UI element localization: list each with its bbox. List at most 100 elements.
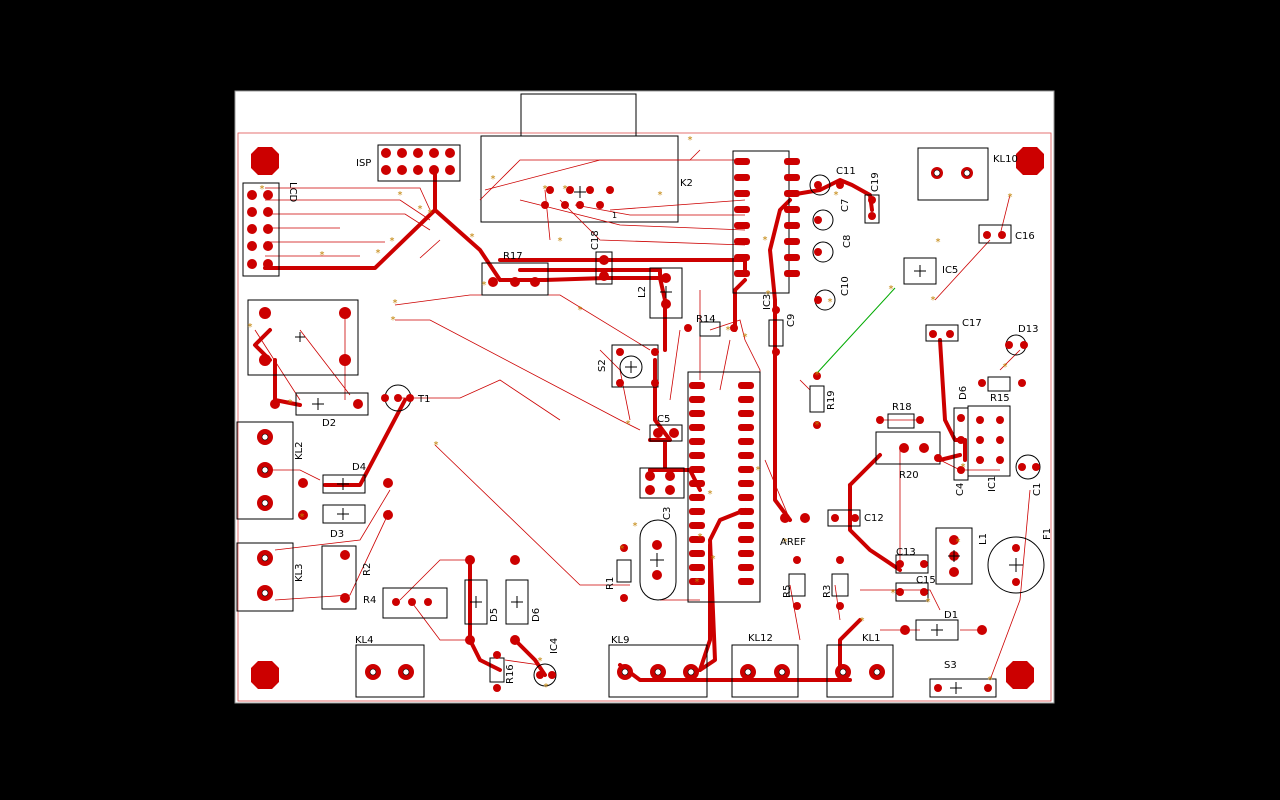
mounting-hole xyxy=(1016,147,1044,175)
svg-text:*: * xyxy=(578,305,583,316)
label-d5: D5 xyxy=(489,608,500,622)
label-c16: C16 xyxy=(1015,231,1035,242)
svg-text:*: * xyxy=(698,532,703,543)
label-c10: C10 xyxy=(840,276,851,296)
label-t1: T1 xyxy=(417,394,430,405)
svg-text:*: * xyxy=(558,236,563,247)
board-edge xyxy=(237,132,1052,702)
label-pin1: 1 xyxy=(612,211,617,220)
label-r14: R14 xyxy=(696,314,716,325)
label-c5: C5 xyxy=(657,414,670,425)
svg-text:*: * xyxy=(620,544,625,555)
svg-text:*: * xyxy=(766,289,771,300)
svg-text:*: * xyxy=(1008,192,1013,203)
svg-text:*: * xyxy=(428,208,433,219)
label-isp: ISP xyxy=(356,158,371,169)
label-lcd: LCD xyxy=(287,182,298,203)
label-ic3: IC3 xyxy=(762,294,773,310)
svg-text:*: * xyxy=(828,297,833,308)
label-ic5: IC5 xyxy=(942,265,958,276)
label-aref: AREF xyxy=(780,537,806,548)
svg-text:*: * xyxy=(390,236,395,247)
svg-text:*: * xyxy=(834,190,839,201)
label-f1: F1 xyxy=(1042,528,1053,540)
label-r18: R18 xyxy=(892,402,912,413)
label-c8: C8 xyxy=(842,235,853,248)
label-r19: R19 xyxy=(826,390,837,410)
svg-text:*: * xyxy=(988,675,993,686)
pads xyxy=(247,147,1044,692)
label-s3: S3 xyxy=(944,660,957,671)
svg-text:*: * xyxy=(391,315,396,326)
label-kl12: KL12 xyxy=(748,633,773,644)
svg-text:*: * xyxy=(434,440,439,451)
svg-text:*: * xyxy=(418,204,423,215)
svg-text:*: * xyxy=(726,325,731,336)
label-r4: R4 xyxy=(363,595,376,606)
pad-holes xyxy=(261,169,971,676)
label-r5: R5 xyxy=(782,585,793,598)
svg-text:*: * xyxy=(288,398,293,409)
label-c12: C12 xyxy=(864,513,884,524)
mounting-hole xyxy=(1006,661,1034,689)
svg-text:*: * xyxy=(956,537,961,548)
label-kl4: KL4 xyxy=(355,635,374,646)
svg-text:*: * xyxy=(695,577,700,588)
label-r1: R1 xyxy=(605,577,616,590)
svg-text:*: * xyxy=(482,280,487,291)
svg-text:*: * xyxy=(300,512,305,523)
label-c18: C18 xyxy=(590,230,601,250)
svg-text:*: * xyxy=(931,295,936,306)
label-c7: C7 xyxy=(840,199,851,212)
label-s2: S2 xyxy=(597,359,608,372)
label-d1: D1 xyxy=(944,610,958,621)
label-r16: R16 xyxy=(505,664,516,684)
svg-text:*: * xyxy=(376,248,381,259)
component-outlines xyxy=(236,144,1045,698)
svg-text:*: * xyxy=(544,682,549,693)
ic-main-pads xyxy=(689,382,754,585)
label-d4: D4 xyxy=(352,462,366,473)
svg-text:*: * xyxy=(961,462,966,473)
svg-text:*: * xyxy=(860,616,865,627)
svg-text:*: * xyxy=(563,184,568,195)
svg-text:*: * xyxy=(936,237,941,248)
label-ic1: IC1 xyxy=(987,476,998,492)
svg-text:*: * xyxy=(658,190,663,201)
svg-text:*: * xyxy=(398,190,403,201)
label-r3: R3 xyxy=(822,585,833,598)
label-r20: R20 xyxy=(899,470,919,481)
svg-text:*: * xyxy=(248,322,253,333)
label-kl3: KL3 xyxy=(294,564,305,583)
svg-text:*: * xyxy=(626,419,631,430)
label-r15: R15 xyxy=(990,393,1010,404)
label-c9: C9 xyxy=(786,314,797,327)
connector-k2 xyxy=(480,93,679,223)
svg-text:*: * xyxy=(926,597,931,608)
label-kl2: KL2 xyxy=(294,442,305,461)
label-d3: D3 xyxy=(330,529,344,540)
svg-text:*: * xyxy=(1003,362,1008,373)
svg-text:*: * xyxy=(543,184,548,195)
label-r2: R2 xyxy=(362,563,373,576)
label-c13: C13 xyxy=(896,547,916,558)
label-c17: C17 xyxy=(962,318,982,329)
label-ic4: IC4 xyxy=(549,638,560,654)
svg-text:*: * xyxy=(783,537,788,548)
svg-text:*: * xyxy=(538,656,543,667)
svg-text:*: * xyxy=(260,184,265,195)
label-l2: L2 xyxy=(637,286,648,298)
label-c1: C1 xyxy=(1032,483,1043,496)
label-k2: K2 xyxy=(680,178,693,189)
svg-text:*: * xyxy=(393,298,398,309)
svg-text:*: * xyxy=(708,489,713,500)
label-kl1: KL1 xyxy=(862,633,881,644)
svg-text:*: * xyxy=(756,465,761,476)
guide-line xyxy=(817,287,896,373)
label-c15: C15 xyxy=(916,575,936,586)
svg-text:*: * xyxy=(491,174,496,185)
svg-text:*: * xyxy=(763,235,768,246)
label-d6: D6 xyxy=(958,386,969,400)
label-d2: D2 xyxy=(322,418,336,429)
mounting-hole xyxy=(251,147,279,175)
